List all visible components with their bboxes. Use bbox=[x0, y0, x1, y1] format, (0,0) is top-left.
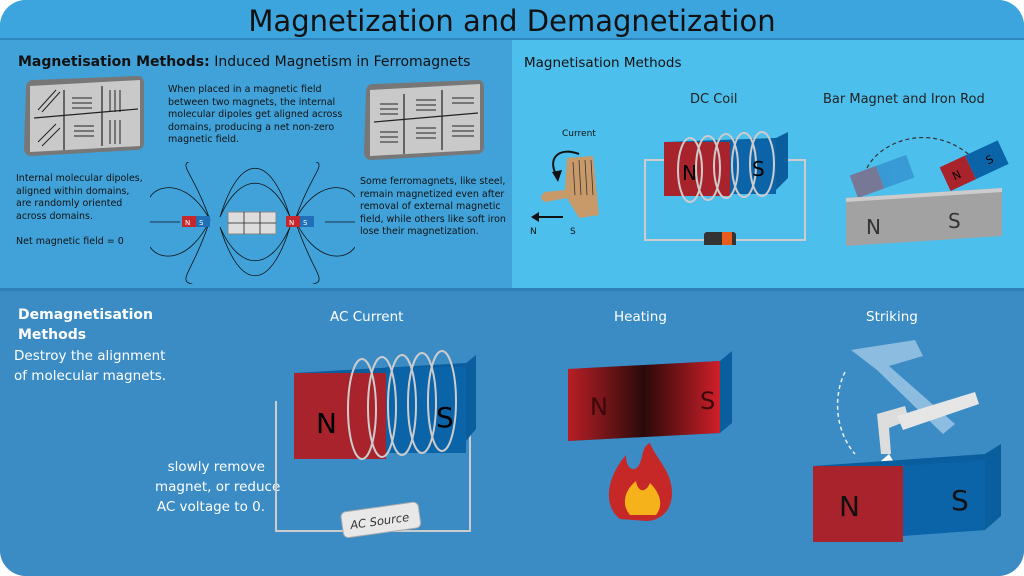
heading-line: Methods bbox=[18, 327, 87, 343]
pole-s-label: S bbox=[303, 219, 308, 227]
text-line: molecular dipoles get aligned across bbox=[168, 109, 343, 120]
text-line: between two magnets, the internal bbox=[168, 96, 336, 108]
heating-illustration: N S bbox=[568, 351, 732, 521]
text-line: magnetic field. bbox=[168, 134, 240, 145]
text-line: magnet, or reduce bbox=[155, 479, 281, 495]
heating-title: Heating bbox=[614, 309, 667, 325]
magnetisation-heading: Magnetisation Methods bbox=[524, 55, 682, 71]
current-label: Current bbox=[562, 129, 596, 139]
dc-coil-title: DC Coil bbox=[690, 92, 738, 107]
ac-source-box bbox=[340, 501, 422, 539]
ac-n-label: N bbox=[316, 407, 337, 440]
aligned-domains-block bbox=[364, 80, 484, 160]
text-line: lose their magnetization. bbox=[360, 226, 479, 237]
page-title: Magnetization and Demagnetization bbox=[0, 0, 1024, 40]
heading-line: Demagnetisation bbox=[18, 307, 153, 323]
text-line: slowly remove bbox=[167, 459, 265, 475]
right-hand-rule-illustration bbox=[531, 150, 599, 222]
induced-magnetism-panel: Magnetisation Methods: Induced Magnetism… bbox=[0, 40, 512, 288]
text-line: are randomly oriented bbox=[16, 198, 123, 209]
bar-n-label: N bbox=[866, 215, 881, 239]
magnetisation-methods-panel: Magnetisation Methods Current N S DC Coi… bbox=[512, 40, 1024, 288]
strike-s-label: S bbox=[951, 484, 969, 517]
coil-s-label: S bbox=[752, 157, 765, 181]
text-line: field, while others like soft iron bbox=[360, 213, 506, 225]
induced-heading: Magnetisation Methods: Induced Magnetism… bbox=[18, 54, 470, 70]
text-line: domains, producing a net non-zero bbox=[168, 121, 335, 133]
hammer-icon bbox=[877, 392, 979, 454]
random-domains-block bbox=[24, 76, 144, 156]
demagnetisation-desc: Destroy the alignment of molecular magnet… bbox=[14, 346, 166, 386]
text-line: Some ferromagnets, like steel, bbox=[360, 176, 506, 187]
ac-current-title: AC Current bbox=[330, 309, 404, 325]
striking-illustration: N S bbox=[813, 340, 1001, 542]
text-line: of molecular magnets. bbox=[14, 368, 167, 384]
hand-n-label: N bbox=[530, 227, 537, 237]
text-line: AC voltage to 0. bbox=[156, 499, 265, 515]
text-line: aligned within domains, bbox=[16, 185, 130, 197]
text-line: remain magnetized even after bbox=[360, 188, 505, 200]
net-field-text: Net magnetic field = 0 bbox=[16, 236, 124, 247]
heading-bold: Magnetisation Methods: bbox=[18, 54, 210, 70]
text-line: removal of external magnetic bbox=[360, 201, 501, 212]
bar-s-label: S bbox=[948, 209, 961, 233]
dc-coil-illustration: N S bbox=[644, 131, 806, 245]
bar-magnet-title: Bar Magnet and Iron Rod bbox=[823, 92, 985, 107]
text-line: Destroy the alignment bbox=[14, 348, 166, 364]
heat-n-label: N bbox=[590, 393, 608, 421]
pole-n-label: N bbox=[289, 219, 294, 227]
ac-note: slowly remove magnet, or reduce AC voltage… bbox=[155, 457, 281, 517]
text-line: When placed in a magnetic field bbox=[168, 84, 322, 95]
fire-icon bbox=[608, 443, 672, 521]
heat-s-label: S bbox=[700, 387, 715, 415]
text-line: across domains. bbox=[16, 210, 94, 222]
heading-rest: Induced Magnetism in Ferromagnets bbox=[214, 54, 471, 70]
pole-s-label: S bbox=[199, 219, 204, 227]
pole-n-label: N bbox=[185, 219, 190, 227]
coil-n-label: N bbox=[682, 161, 697, 185]
ac-s-label: S bbox=[436, 401, 454, 434]
retain-text: Some ferromagnets, like steel,remain mag… bbox=[360, 176, 506, 239]
strike-n-label: N bbox=[839, 490, 860, 523]
ac-coil-illustration: N S AC Source bbox=[275, 350, 476, 539]
text-line: Internal molecular dipoles, bbox=[16, 173, 143, 184]
random-text: Internal molecular dipoles,aligned withi… bbox=[16, 173, 143, 223]
rod-s-label: S bbox=[984, 153, 996, 168]
bar-magnet-illustration: NS N S bbox=[846, 137, 1009, 246]
hand-s-label: S bbox=[570, 227, 576, 237]
striking-title: Striking bbox=[866, 309, 918, 325]
